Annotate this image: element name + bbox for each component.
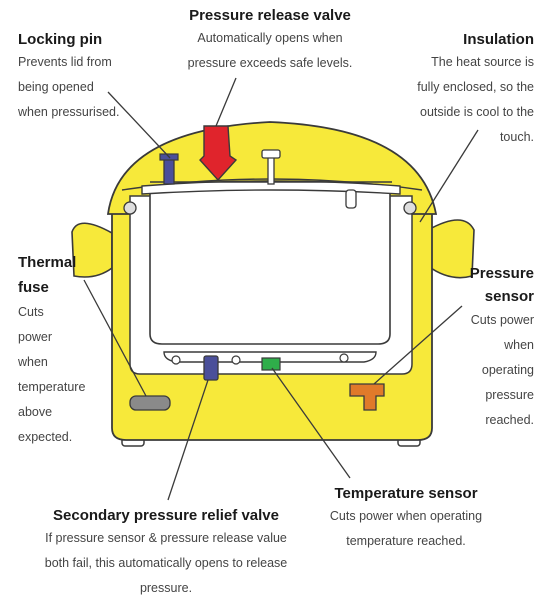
plate-stud-mid: [231, 355, 241, 365]
temperature-sensor-desc-2: temperature reached.: [346, 534, 466, 548]
secondary-valve-desc-1: If pressure sensor & pressure release va…: [45, 531, 287, 545]
thermal-fuse-desc-2: power: [18, 330, 53, 344]
insulation-desc-1: The heat source is: [431, 55, 534, 69]
plate-stud-right: [339, 353, 349, 363]
thermal-fuse-desc-5: above: [18, 405, 53, 419]
label-thermal-fuse: Thermal fuse Cuts power when temperature…: [18, 250, 118, 450]
pressure-sensor-desc-1: Cuts power: [470, 313, 534, 327]
thermal-fuse-title-1: Thermal: [18, 254, 77, 271]
insulation-desc-3: outside is cool to the: [420, 105, 534, 119]
label-pressure-sensor: Pressure sensor Cuts power when operatin…: [424, 262, 534, 433]
label-locking-pin: Locking pin Prevents lid from being open…: [18, 30, 178, 125]
thermal-fuse-desc-3: when: [18, 355, 48, 369]
leader-pressure-sensor: [373, 305, 463, 385]
pressure-sensor: [349, 383, 385, 411]
leader-pressure-release-valve: [215, 77, 237, 127]
leader-temperature-sensor: [271, 367, 351, 479]
thermal-fuse-title-2: fuse: [18, 279, 49, 296]
plate-stud-left: [171, 355, 181, 365]
locking-pin-desc-3: when pressurised.: [18, 105, 120, 119]
insulation-desc-4: touch.: [499, 130, 534, 144]
locking-pin-desc-2: being opened: [18, 80, 94, 94]
secondary-relief-valve: [203, 355, 219, 381]
thermal-fuse-desc-6: expected.: [18, 430, 73, 444]
thermal-fuse-desc-1: Cuts: [18, 305, 44, 319]
label-secondary-valve: Secondary pressure relief valve If press…: [6, 506, 326, 601]
insulation-desc-2: fully enclosed, so the: [417, 80, 534, 94]
pressure-release-valve: [199, 125, 238, 182]
secondary-valve-desc-2: both fail, this automatically opens to r…: [44, 556, 288, 570]
pressure-release-valve-desc-2: pressure exceeds safe levels.: [187, 56, 353, 70]
pressure-release-valve-desc-1: Automatically opens when: [197, 31, 343, 45]
center-stem-cap: [261, 149, 281, 159]
locking-pin-title: Locking pin: [18, 31, 103, 48]
label-insulation: Insulation The heat source is fully encl…: [364, 30, 534, 150]
temperature-sensor-desc-1: Cuts power when operating: [329, 509, 483, 523]
thermal-fuse-desc-4: temperature: [18, 380, 86, 394]
handle-right: [427, 219, 475, 279]
float-valve: [345, 189, 357, 209]
pressure-release-valve-title: Pressure release valve: [189, 7, 351, 24]
label-temperature-sensor: Temperature sensor Cuts power when opera…: [296, 484, 516, 554]
leader-secondary-valve: [167, 379, 209, 501]
locking-pin-desc-1: Prevents lid from: [18, 55, 112, 69]
temperature-sensor-title: Temperature sensor: [334, 485, 478, 502]
leader-thermal-fuse: [83, 279, 147, 397]
leader-insulation: [419, 129, 479, 223]
hinge-bolt-right: [403, 201, 417, 215]
secondary-valve-title: Secondary pressure relief valve: [53, 507, 279, 524]
insulation-title: Insulation: [463, 31, 534, 48]
leader-locking-pin: [107, 91, 171, 159]
pressure-sensor-desc-5: reached.: [485, 413, 534, 427]
locking-pin: [163, 157, 175, 185]
pressure-sensor-desc-2: when: [504, 338, 534, 352]
temperature-sensor: [261, 357, 281, 371]
label-pressure-release-valve: Pressure release valve Automatically ope…: [150, 6, 390, 76]
thermal-fuse: [129, 395, 171, 411]
secondary-valve-desc-3: pressure.: [139, 581, 193, 595]
pressure-sensor-desc-3: operating: [481, 363, 534, 377]
pressure-sensor-desc-4: pressure: [485, 388, 534, 402]
inner-pot: [149, 190, 391, 345]
handle-left: [71, 222, 113, 278]
pressure-sensor-title-1: Pressure: [469, 265, 534, 282]
hinge-bolt-left: [123, 201, 137, 215]
pressure-sensor-title-2: sensor: [484, 288, 534, 305]
